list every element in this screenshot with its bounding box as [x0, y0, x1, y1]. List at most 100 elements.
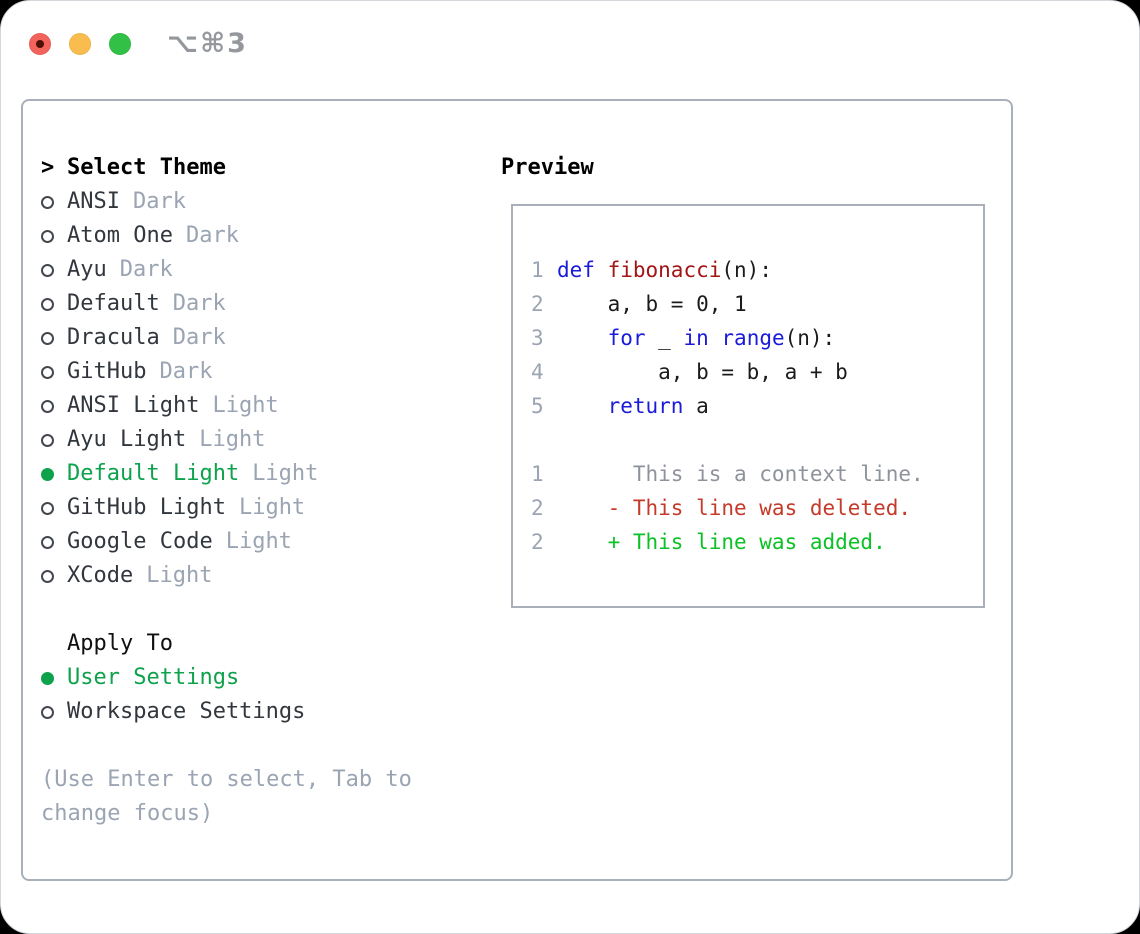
line-number: 3 [531, 326, 544, 350]
theme-name: GitHub Light [67, 495, 226, 520]
radio-icon [41, 535, 67, 549]
line-number: 4 [531, 360, 544, 384]
theme-variant: Light [199, 427, 266, 452]
line-number: 1 [531, 462, 544, 486]
theme-selector: > Select Theme ANSI Dark Atom One Dark A… [41, 151, 487, 831]
preview-line: 2 - This line was deleted. [531, 491, 983, 525]
line-number [531, 423, 557, 457]
preview-section: Preview 1 def fibonacci(n): 2 a, b = 0, … [501, 151, 985, 608]
line-number: 2 [531, 292, 544, 316]
radio-icon [41, 433, 67, 447]
theme-name: Ayu Light [67, 427, 187, 452]
theme-name: XCode [67, 563, 134, 588]
prompt-icon: > [41, 155, 55, 180]
radio-icon [41, 671, 67, 685]
radio-icon [41, 195, 67, 209]
apply-to-option[interactable]: User Settings [41, 661, 487, 695]
line-text: for _ in range(n): [607, 326, 836, 350]
preview-title: Preview [501, 155, 594, 180]
keyboard-hint: (Use Enter to select, Tab to change focu… [41, 767, 412, 826]
radio-icon [41, 705, 67, 719]
window-shortcut-label: ⌥⌘3 [167, 28, 248, 59]
theme-variant: Light [146, 563, 213, 588]
theme-variant: Dark [159, 359, 213, 384]
preview-line: 2 a, b = 0, 1 [531, 287, 983, 321]
theme-option[interactable]: Default Light Light [41, 457, 487, 491]
preview-line: 4 a, b = b, a + b [531, 355, 983, 389]
apply-to-option[interactable]: Workspace Settings [41, 695, 487, 729]
theme-option[interactable]: Dracula Dark [41, 321, 487, 355]
radio-icon [41, 365, 67, 379]
theme-name: Default [67, 291, 160, 316]
theme-option[interactable]: Atom One Dark [41, 219, 487, 253]
theme-variant: Light [252, 461, 319, 486]
line-text: a, b = 0, 1 [557, 292, 747, 316]
theme-variant: Light [238, 495, 306, 520]
theme-option[interactable]: Ayu Light Light [41, 423, 487, 457]
theme-variant: Dark [172, 291, 226, 316]
radio-icon [41, 263, 67, 277]
theme-option[interactable]: ANSI Light Light [41, 389, 487, 423]
preview-pane: 1 def fibonacci(n): 2 a, b = 0, 1 3 for … [511, 204, 985, 608]
theme-option[interactable]: Default Dark [41, 287, 487, 321]
theme-variant: Light [212, 393, 279, 418]
theme-option[interactable]: GitHub Dark [41, 355, 487, 389]
preview-line: 2 + This line was added. [531, 525, 983, 559]
line-text: return a [607, 394, 709, 418]
apply-to-list: User Settings Workspace Settings [41, 661, 487, 729]
line-number: 5 [531, 394, 544, 418]
line-text: This is a context line. [557, 462, 924, 486]
theme-variant: Dark [185, 223, 239, 248]
line-text: a, b = b, a + b [557, 360, 848, 384]
line-number: 1 [531, 258, 544, 282]
theme-name: Dracula [67, 325, 160, 350]
theme-name: Ayu [67, 257, 107, 282]
select-theme-header: > Select Theme [41, 151, 487, 185]
preview-line: 1 def fibonacci(n): [531, 253, 983, 287]
theme-name: Default Light [67, 461, 240, 486]
theme-option[interactable]: GitHub Light Light [41, 491, 487, 525]
zoom-button[interactable] [109, 32, 131, 55]
spacer [41, 729, 487, 763]
line-number: 2 [531, 530, 544, 554]
title-bar: ⌥⌘3 [29, 28, 248, 59]
theme-name: ANSI Light [67, 393, 200, 418]
radio-icon [41, 501, 67, 515]
preview-line: 5 return a [531, 389, 983, 423]
preview-line [531, 423, 983, 457]
radio-icon [41, 569, 67, 583]
radio-icon [41, 467, 67, 481]
apply-to-label: Workspace Settings [67, 699, 306, 724]
theme-option[interactable]: XCode Light [41, 559, 487, 593]
theme-name: Google Code [67, 529, 213, 554]
theme-option[interactable]: ANSI Dark [41, 185, 487, 219]
radio-icon [41, 229, 67, 243]
preview-line: 1 This is a context line. [531, 457, 983, 491]
line-text: - This line was deleted. [557, 496, 912, 520]
close-button[interactable] [29, 32, 51, 55]
theme-variant: Dark [132, 189, 186, 214]
apply-to-label: User Settings [67, 665, 240, 690]
theme-selector-panel: > Select Theme ANSI Dark Atom One Dark A… [21, 99, 1013, 881]
select-theme-title: Select Theme [67, 155, 226, 180]
apply-to-header: Apply To [41, 627, 487, 661]
theme-variant: Dark [172, 325, 226, 350]
theme-option[interactable]: Google Code Light [41, 525, 487, 559]
theme-variant: Dark [119, 257, 173, 282]
apply-to-title: Apply To [67, 631, 173, 656]
radio-icon [41, 331, 67, 345]
theme-name: GitHub [67, 359, 147, 384]
line-text: + This line was added. [557, 530, 886, 554]
radio-icon [41, 297, 67, 311]
radio-icon [41, 399, 67, 413]
minimize-button[interactable] [69, 32, 91, 55]
theme-option[interactable]: Ayu Dark [41, 253, 487, 287]
spacer [41, 593, 487, 627]
preview-line: 3 for _ in range(n): [531, 321, 983, 355]
theme-list: ANSI Dark Atom One Dark Ayu Dark Default… [41, 185, 487, 593]
line-number: 2 [531, 496, 544, 520]
line-text: def fibonacci(n): [557, 258, 772, 282]
theme-name: Atom One [67, 223, 173, 248]
theme-variant: Light [225, 529, 292, 554]
